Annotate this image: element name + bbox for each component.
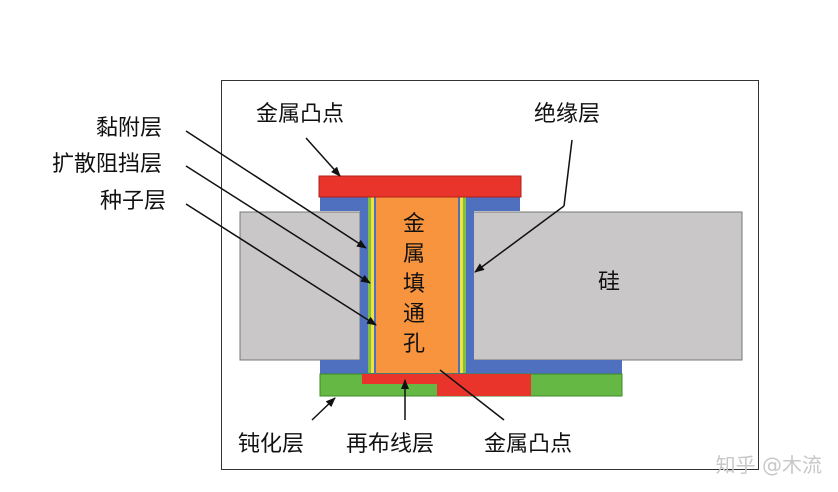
barrier-right [463, 197, 466, 373]
leader-bump-top [305, 137, 341, 177]
metal-bump-top [318, 175, 522, 198]
label-redistribution: 再布线层 [346, 432, 435, 457]
insulation-wall-right [466, 197, 474, 373]
adhesion-right [458, 197, 460, 373]
silicon-right [471, 211, 743, 361]
label-passivation: 钝化层 [238, 432, 305, 457]
leader-insulation [563, 139, 573, 207]
via-char-3: 填 [402, 272, 425, 297]
leader-passivation [311, 397, 336, 421]
label-bump-top: 金属凸点 [256, 102, 345, 127]
diagram-frame [221, 80, 759, 470]
adhesion-left [374, 197, 376, 373]
leader-bump-bottom [439, 369, 505, 421]
via-char-1: 金 [402, 212, 425, 237]
metal-bump-bottom [437, 374, 531, 396]
via-char-2: 属 [402, 242, 425, 267]
via-char-5: 孔 [402, 332, 425, 357]
leader-barrier [185, 165, 371, 284]
via-char-4: 通 [402, 302, 425, 327]
insulation-wall-left [360, 197, 368, 373]
label-seed: 种子层 [100, 189, 167, 214]
label-insulation: 绝缘层 [534, 102, 601, 127]
seed-right [460, 197, 463, 373]
label-silicon: 硅 [598, 270, 621, 295]
silicon-left [239, 211, 361, 361]
label-via-fill: 金 属 填 通 孔 [394, 210, 434, 360]
seed-left [371, 197, 374, 373]
watermark: 知乎 @木流 [715, 453, 822, 477]
label-diffusion-barrier: 扩散阻挡层 [52, 152, 163, 177]
label-adhesion: 黏附层 [96, 116, 163, 141]
label-bump-bottom: 金属凸点 [484, 432, 573, 457]
leader-insulation-2 [474, 205, 565, 273]
via-fill [376, 197, 458, 373]
barrier-left [368, 197, 371, 373]
leader-seed [185, 203, 377, 326]
leader-adhesion [185, 130, 367, 249]
